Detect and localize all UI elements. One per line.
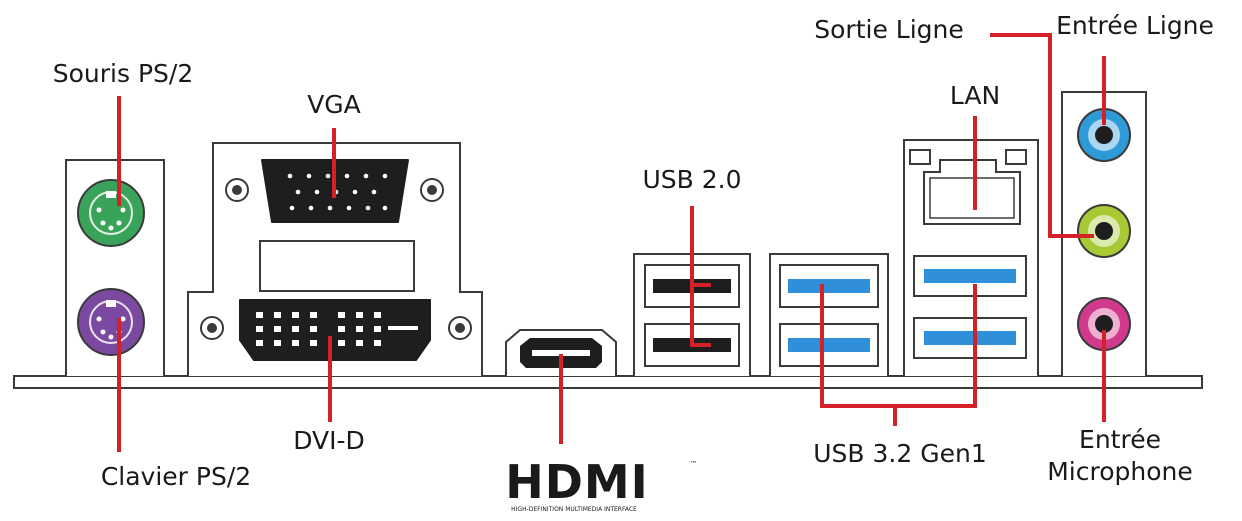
label-ps2-keyboard: Clavier PS/2 xyxy=(101,462,251,491)
audio-block xyxy=(1061,91,1147,376)
leader-usb3 xyxy=(820,284,977,426)
label-ps2-mouse: Souris PS/2 xyxy=(53,59,193,88)
hdmi-port xyxy=(505,329,617,376)
label-line-in: Entrée Ligne xyxy=(1056,11,1214,40)
leader-lines xyxy=(117,33,1106,452)
label-lan: LAN xyxy=(950,81,1000,110)
lan-port xyxy=(909,149,1027,225)
hdmi-logo-subtitle: HIGH-DEFINITION MULTIMEDIA INTERFACE xyxy=(511,506,637,513)
io-shield-base xyxy=(13,375,1203,389)
lan-usb-block xyxy=(903,139,1039,376)
ps2-block xyxy=(65,159,165,376)
ps2-keyboard-port xyxy=(77,288,145,356)
ps2-mouse-port xyxy=(77,179,145,247)
label-vga: VGA xyxy=(307,90,361,119)
label-usb3: USB 3.2 Gen1 xyxy=(813,439,986,468)
leader-line-out xyxy=(990,33,1094,238)
label-mic-in-line1: Entrée xyxy=(1079,425,1161,454)
dvi-port xyxy=(200,299,472,361)
mic-in-jack xyxy=(1077,297,1131,351)
usb3-block xyxy=(769,253,889,376)
hdmi-logo-tm: ™ xyxy=(690,460,697,468)
hdmi-logo-text: HDMI xyxy=(505,455,649,509)
hdmi-logo: HDMI ™ HIGH-DEFINITION MULTIMEDIA INTERF… xyxy=(505,455,697,513)
labels: Souris PS/2 Clavier PS/2 VGA DVI-D USB 2… xyxy=(53,11,1214,491)
label-line-out: Sortie Ligne xyxy=(814,15,964,44)
line-out-jack xyxy=(1077,204,1131,258)
blank-cutout xyxy=(259,240,415,292)
label-dvi: DVI-D xyxy=(293,426,365,455)
label-mic-in-line2: Microphone xyxy=(1047,457,1193,486)
label-usb2: USB 2.0 xyxy=(642,165,741,194)
leader-usb2 xyxy=(690,206,711,347)
line-in-jack xyxy=(1077,108,1131,162)
